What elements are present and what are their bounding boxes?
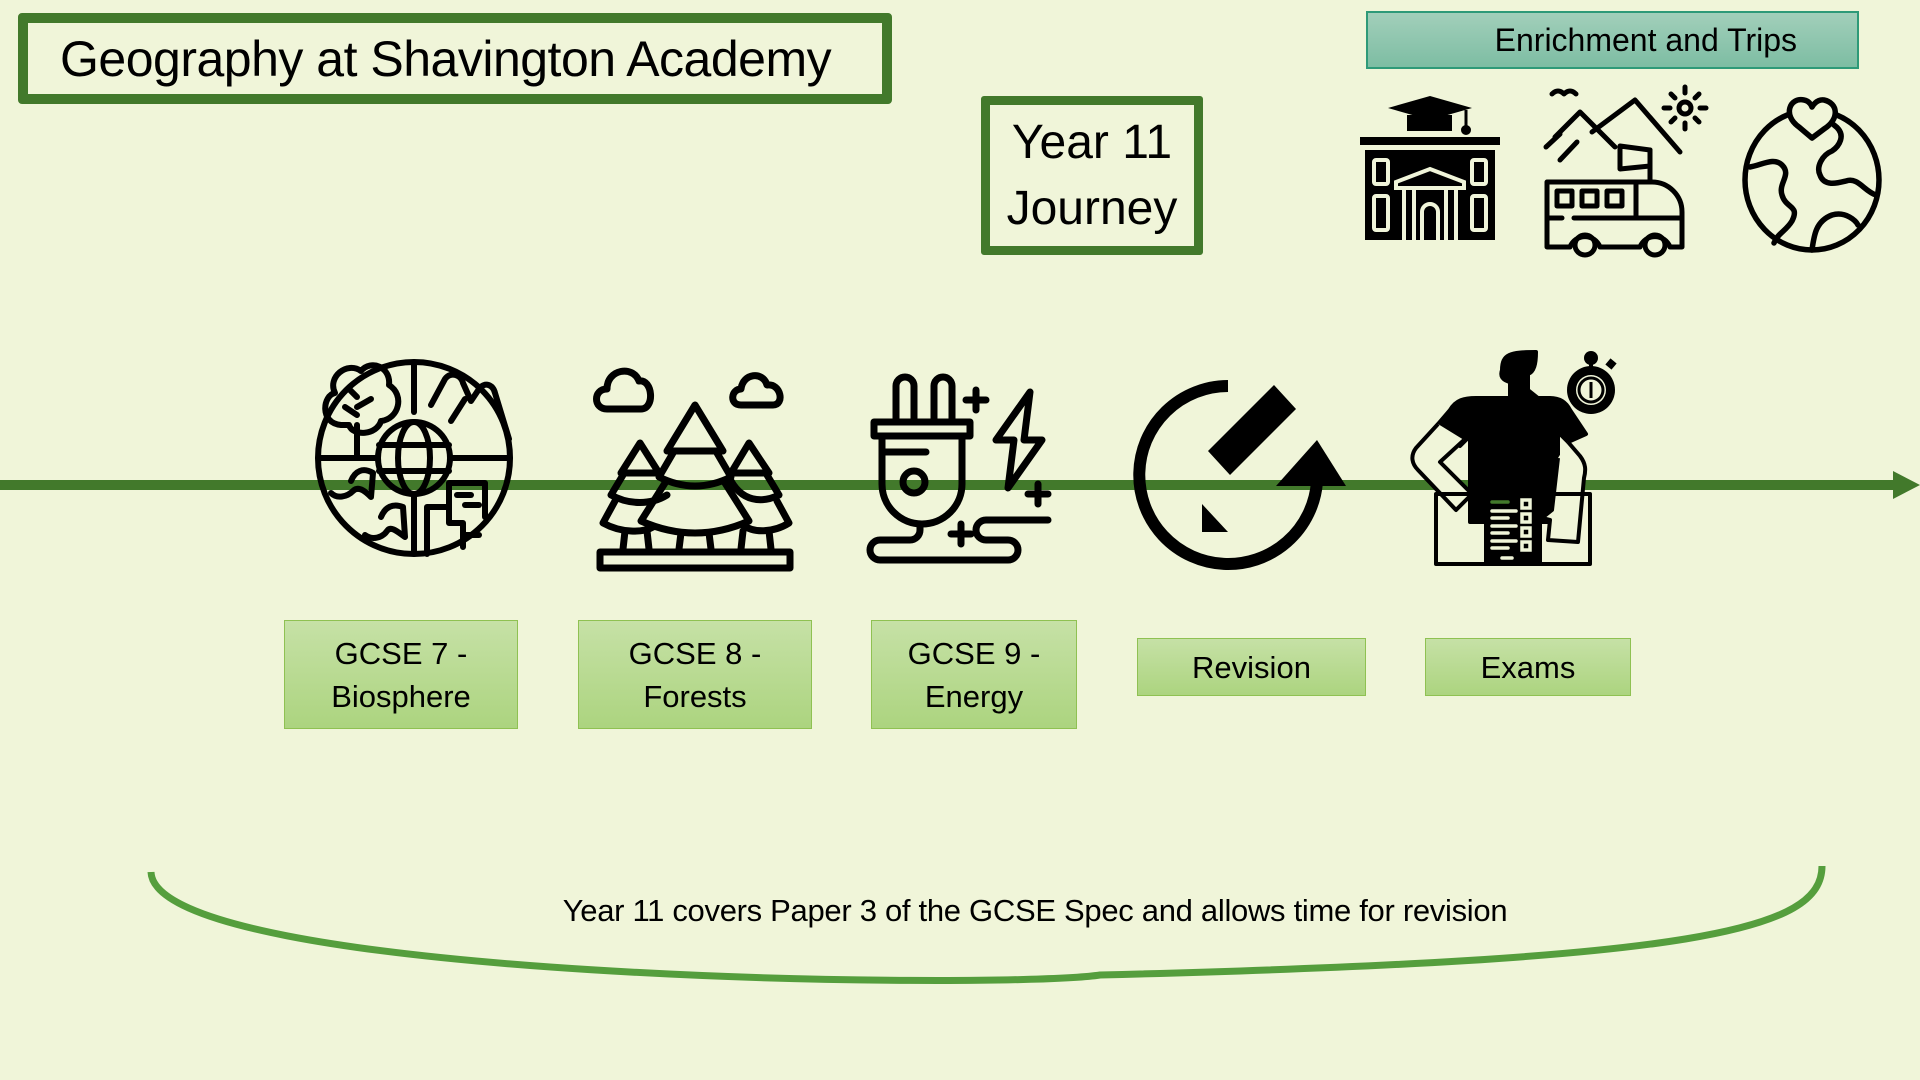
step-label-line1: GCSE 9 - — [907, 635, 1041, 671]
step-label-line2: Biosphere — [331, 678, 471, 714]
page-title: Geography at Shavington Academy — [60, 30, 832, 87]
journey-label-box: Year 11 Journey — [981, 96, 1203, 255]
timeline-step-revision[interactable]: Revision — [1137, 638, 1366, 696]
energy-plug-icon — [866, 373, 1052, 564]
step-label-line1: GCSE 7 - — [334, 635, 468, 671]
earth-heart-icon — [1742, 97, 1882, 253]
caption-text: Year 11 covers Paper 3 of the GCSE Spec … — [562, 893, 1508, 928]
arrowhead-icon — [1893, 471, 1920, 499]
enrichment-banner: Enrichment and Trips — [1366, 11, 1859, 69]
title-box: Geography at Shavington Academy — [18, 13, 892, 104]
school-building-icon — [1360, 96, 1500, 240]
timeline-step-gcse7[interactable]: GCSE 7 - Biosphere — [284, 620, 518, 729]
step-label-line1: GCSE 8 - — [628, 635, 762, 671]
step-label: Exams — [1480, 649, 1576, 685]
timeline-step-gcse9[interactable]: GCSE 9 - Energy — [871, 620, 1077, 729]
exam-person-icon — [1410, 350, 1617, 566]
step-label-line2: Forests — [643, 678, 747, 714]
journey-label-line2: Journey — [1006, 181, 1178, 235]
step-label: Revision — [1192, 649, 1311, 685]
revision-pencil-icon — [1133, 380, 1346, 570]
timeline-arrow — [0, 471, 1920, 499]
biosphere-icon — [315, 359, 513, 557]
journey-label-line1: Year 11 — [1011, 115, 1173, 169]
bus-trip-icon — [1543, 84, 1709, 258]
timeline-step-gcse8[interactable]: GCSE 8 - Forests — [578, 620, 812, 729]
forest-icon — [593, 367, 794, 572]
step-label-line2: Energy — [924, 678, 1024, 714]
enrichment-label: Enrichment and Trips — [1494, 21, 1797, 58]
stopwatch-icon — [1567, 351, 1617, 414]
timeline-step-exams[interactable]: Exams — [1425, 638, 1631, 696]
